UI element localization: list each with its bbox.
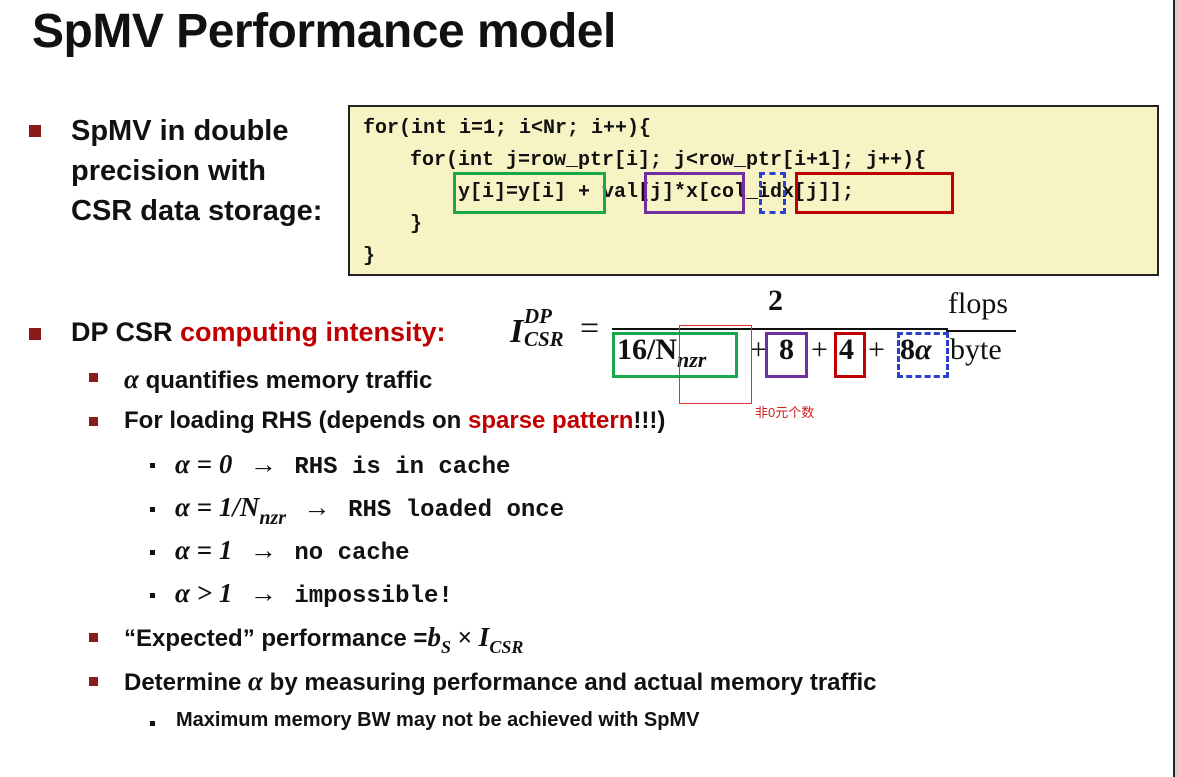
code-box-y-green <box>453 172 606 214</box>
code-box-x-blue <box>759 172 786 214</box>
formula-lhs-sup: DP <box>524 304 552 328</box>
bullet-square-icon <box>29 328 41 340</box>
bullet1-line1: SpMV in double <box>71 115 289 147</box>
sub-bullet-icon <box>89 633 98 642</box>
bullet1-line3: CSR data storage: <box>71 195 323 227</box>
formula-den-term2: 8 <box>779 333 794 366</box>
bullet1-line2: precision with <box>71 155 266 187</box>
formula-box-red <box>834 332 866 378</box>
case-alpha-0: α = 0 → RHS is in cache <box>175 449 511 481</box>
formula-lhs-symbol: I <box>510 313 524 350</box>
bullet2-highlight: computing intensity: <box>180 317 446 347</box>
formula-box-green <box>612 332 738 378</box>
sub-bullet-icon <box>89 373 98 382</box>
formula-box-purple <box>765 332 808 378</box>
code-box-colidx-red <box>795 172 954 214</box>
bullet-square-icon <box>29 125 41 137</box>
right-edge-rule <box>1173 0 1175 777</box>
case-alpha-1: α = 1 → no cache <box>175 535 410 567</box>
expected-performance-text: “Expected” performance =bS × ICSR <box>124 622 524 657</box>
formula-box-blue <box>897 332 949 378</box>
determine-alpha-text: Determine α by measuring performance and… <box>124 666 877 696</box>
dot-bullet-icon <box>150 550 155 555</box>
formula-plus-2: + <box>811 333 828 366</box>
sub-bullet-icon <box>89 417 98 426</box>
code-line-4: } <box>410 213 423 236</box>
formula-plus-3: + <box>868 333 885 366</box>
code-box-val-purple <box>644 172 745 214</box>
bullet2-text: DP CSR computing intensity: <box>71 317 446 348</box>
code-line-2: for(int j=row_ptr[i]; j<row_ptr[i+1]; j+… <box>410 149 927 172</box>
case-alpha-1-over-n: α = 1/Nnzr → RHS loaded once <box>175 492 565 529</box>
rhs-loading-text: For loading RHS (depends on sparse patte… <box>124 407 666 434</box>
formula-unit-den: byte <box>950 333 1002 366</box>
formula-lhs-sub: CSR <box>524 327 564 351</box>
case-alpha-gt-1: α > 1 → impossible! <box>175 578 453 610</box>
right-edge-shade <box>1175 0 1177 777</box>
dot-bullet-icon <box>150 593 155 598</box>
bullet2-prefix: DP CSR <box>71 317 181 347</box>
dot-bullet-icon <box>150 463 155 468</box>
max-bw-note: Maximum memory BW may not be achieved wi… <box>176 709 700 731</box>
formula-den-term3: 4 <box>839 333 854 366</box>
dot-bullet-icon <box>150 507 155 512</box>
formula-unit-num: flops <box>948 287 1008 320</box>
formula-den-term1-sub: nzr <box>677 347 707 372</box>
annotation-box <box>679 325 752 404</box>
formula-numerator: 2 <box>768 284 783 317</box>
code-box <box>348 105 1159 276</box>
formula-lhs: I <box>510 313 523 351</box>
formula-unit-bar <box>946 330 1016 332</box>
alpha-quantifies-text: α quantifies memory traffic <box>124 364 433 394</box>
code-line-5: } <box>363 245 376 268</box>
formula-den-term4: 8α <box>900 333 932 366</box>
dot-bullet-icon <box>150 721 155 726</box>
formula-den-term1: 16/Nnzr <box>617 333 707 372</box>
sub-bullet-icon <box>89 677 98 686</box>
formula-equals: = <box>580 310 600 347</box>
code-line-3: y[i]=y[i] + val[j]*x[col_idx[j]]; <box>458 181 855 204</box>
slide-title: SpMV Performance model <box>32 5 616 58</box>
formula-fraction-bar <box>612 328 948 330</box>
annotation-note: 非0元个数 <box>755 405 815 420</box>
formula-plus-1: + <box>750 333 767 366</box>
code-line-1: for(int i=1; i<Nr; i++){ <box>363 117 652 140</box>
